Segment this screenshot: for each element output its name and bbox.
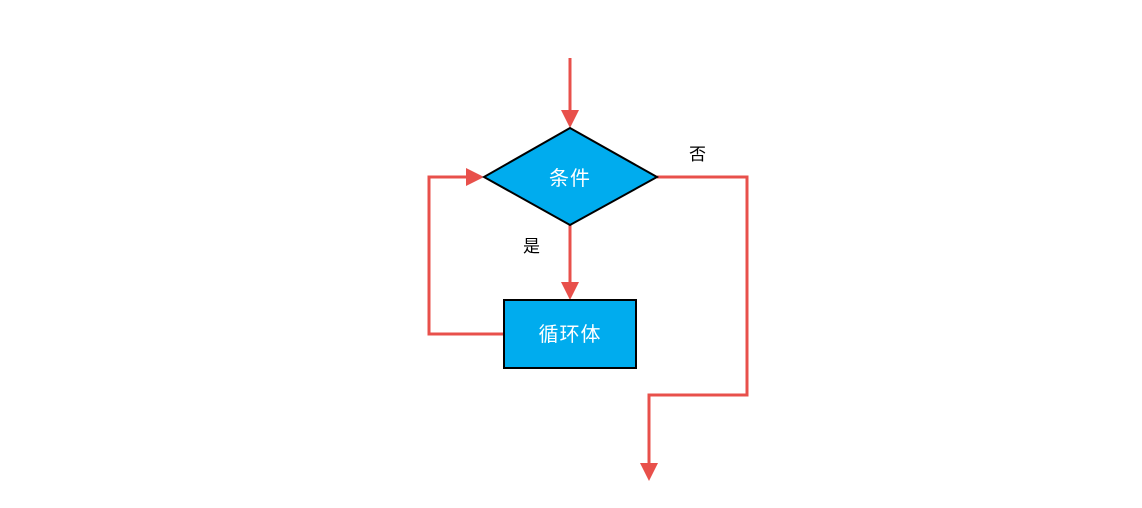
entry-arrowhead — [561, 110, 579, 128]
no-label: 否 — [689, 145, 706, 165]
yes-label: 是 — [523, 237, 540, 257]
no-edge — [647, 175, 749, 466]
loop-body-node: 循环体 — [503, 299, 637, 369]
loop-back-edge — [427, 175, 504, 336]
condition-node: 条件 — [481, 126, 660, 227]
yes-arrowhead — [561, 282, 579, 300]
loop-body-box — [503, 299, 637, 369]
loop-back-arrowhead — [466, 168, 484, 186]
loop-body-label: 循环体 — [539, 322, 602, 346]
no-arrowhead — [640, 463, 658, 481]
edges — [427, 58, 749, 481]
condition-diamond — [481, 126, 660, 227]
condition-label: 条件 — [549, 166, 591, 190]
